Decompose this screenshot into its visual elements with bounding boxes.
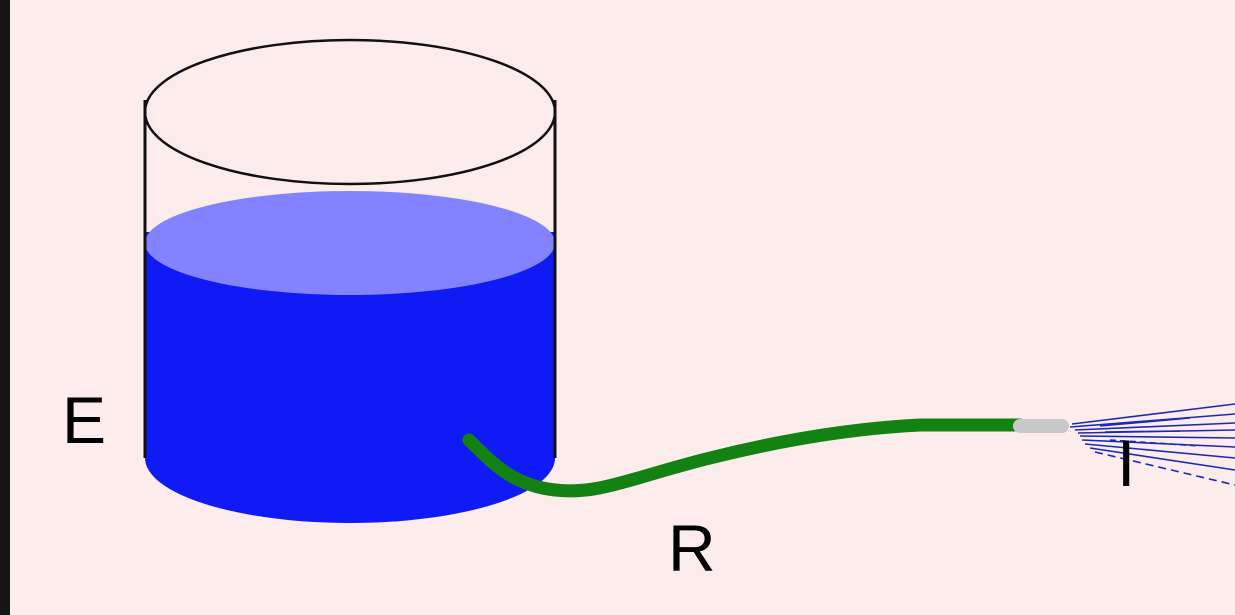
hose-tube (462, 418, 1027, 498)
water-body (145, 232, 555, 523)
water-surface (145, 191, 555, 295)
reservoir-tank (143, 38, 557, 523)
label-reservoir: E (62, 383, 106, 457)
water-spray (1069, 403, 1235, 486)
label-hose: R (668, 511, 716, 585)
label-output: I (1117, 426, 1135, 500)
tank-rim (143, 38, 557, 186)
water-circuit-diagram: E R I (62, 38, 1235, 585)
diagram-canvas: E R I (10, 0, 1235, 615)
hose (462, 418, 1069, 498)
